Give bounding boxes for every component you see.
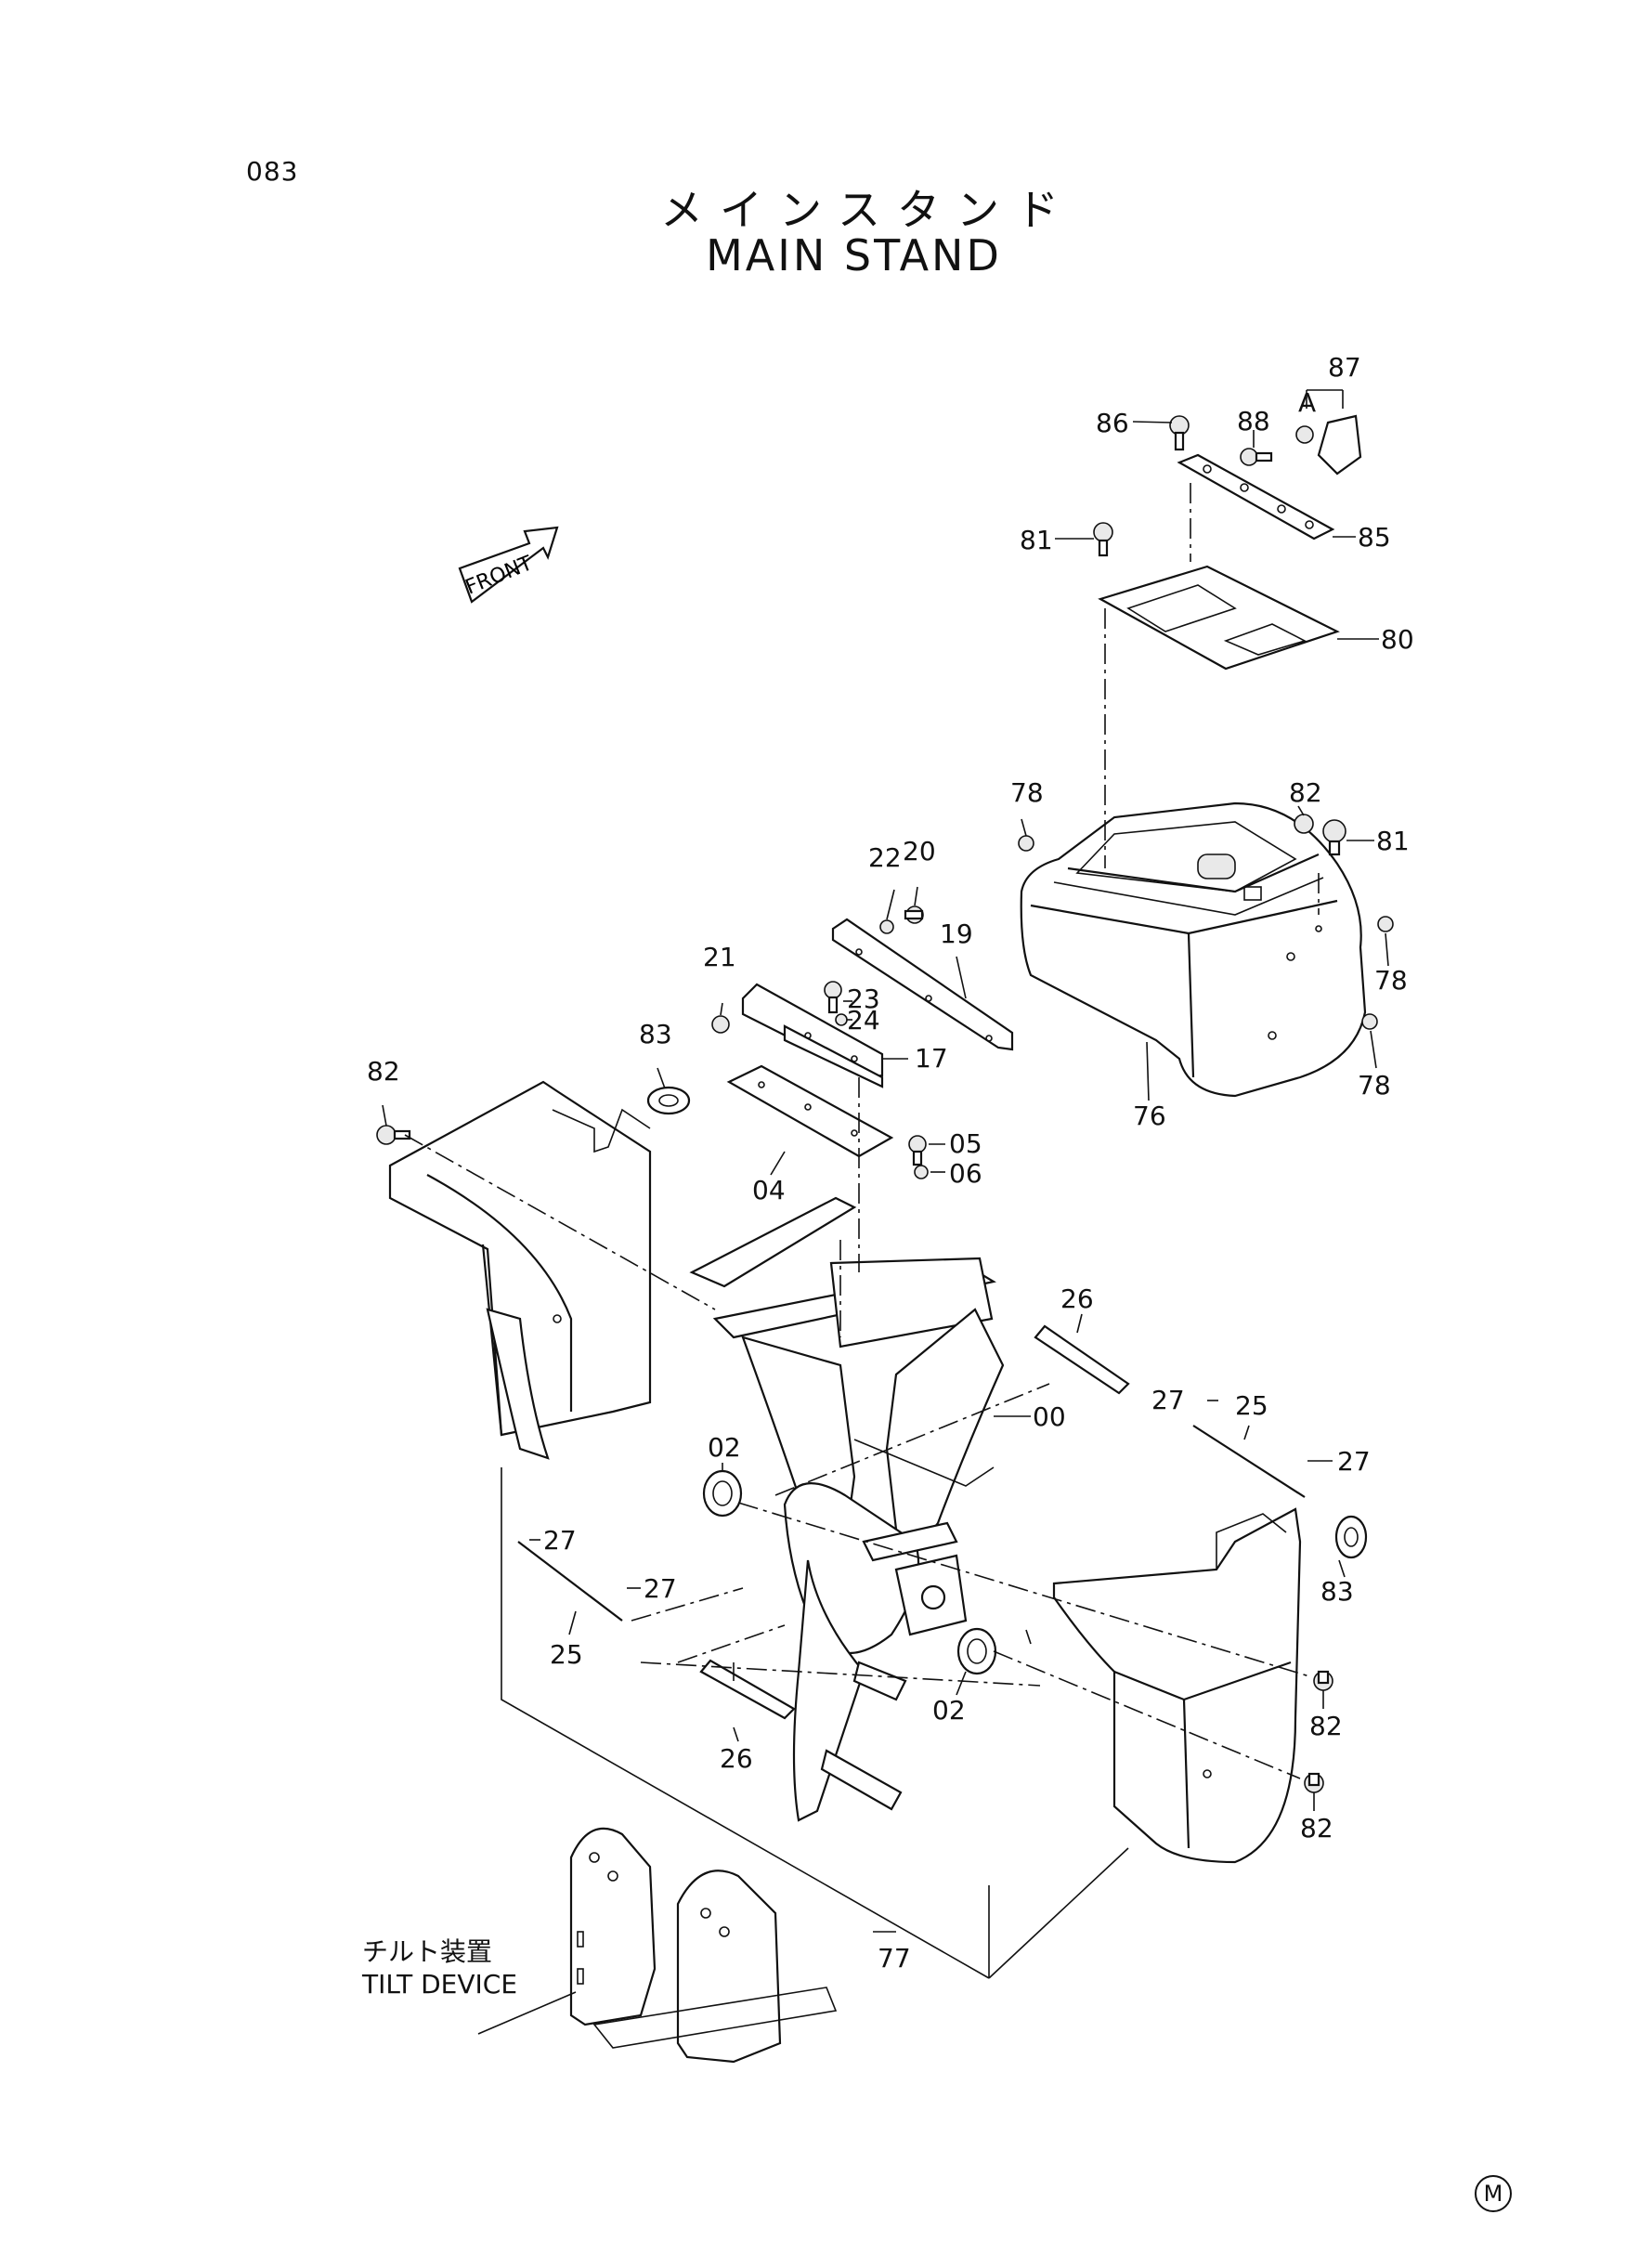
left-cover-part xyxy=(376,1080,691,1460)
callout-17: 17 xyxy=(915,1043,948,1074)
callout-82-right-lower: 82 xyxy=(1300,1813,1333,1844)
callout-78-bottom: 78 xyxy=(1358,1070,1391,1101)
plate-17-part xyxy=(741,983,884,1088)
main-stand-frame-part xyxy=(689,1196,1005,1822)
manufacturer-mark-icon: M xyxy=(1475,2175,1512,2212)
callout-27-right-upper: 27 xyxy=(1151,1385,1185,1415)
callout-25-left: 25 xyxy=(550,1639,583,1670)
callout-83-right: 83 xyxy=(1320,1576,1354,1607)
callout-06: 06 xyxy=(949,1158,982,1189)
callout-20: 20 xyxy=(903,836,936,866)
callout-23: 23 xyxy=(847,984,880,1014)
callout-02-left: 02 xyxy=(708,1432,741,1463)
plate-part xyxy=(1098,565,1340,671)
callout-85: 85 xyxy=(1358,522,1391,553)
callout-82-upper: 82 xyxy=(1289,777,1322,808)
callout-26-upper: 26 xyxy=(1060,1283,1094,1314)
callout-04: 04 xyxy=(752,1175,786,1205)
bushing-02-parts xyxy=(702,1469,997,1675)
callout-05: 05 xyxy=(949,1128,982,1159)
callout-a: A xyxy=(1298,387,1317,418)
callout-27-left-upper: 27 xyxy=(543,1525,577,1556)
callout-83-left: 83 xyxy=(639,1019,672,1049)
bolt-icons xyxy=(1018,415,1394,1030)
callout-86: 86 xyxy=(1096,408,1129,438)
small-hardware-icons xyxy=(711,905,929,1179)
leader-lines-upper xyxy=(1021,389,1389,1101)
callout-88: 88 xyxy=(1237,406,1270,436)
title-english: MAIN STAND xyxy=(706,230,1002,280)
callout-78-right: 78 xyxy=(1374,965,1408,996)
callout-22: 22 xyxy=(868,842,902,873)
callout-78-left: 78 xyxy=(1010,777,1044,808)
title-japanese: メインスタンド xyxy=(659,185,1076,235)
callout-76: 76 xyxy=(1133,1101,1166,1131)
pin-26-parts xyxy=(699,1324,1130,1720)
callout-25-right: 25 xyxy=(1235,1390,1268,1421)
rod-25-parts xyxy=(517,1425,1306,1622)
callout-26-lower: 26 xyxy=(720,1743,753,1774)
callout-87: 87 xyxy=(1328,352,1361,383)
callout-77: 77 xyxy=(878,1943,911,1974)
callout-81-right: 81 xyxy=(1376,826,1410,856)
page-number: 083 xyxy=(246,156,299,187)
callout-27-right-lower: 27 xyxy=(1337,1446,1371,1477)
plate-19-part xyxy=(831,918,1014,1051)
tilt-device-label-japanese: チルト装置 xyxy=(362,1936,493,1967)
tilt-device-label-english: TILT DEVICE xyxy=(362,1969,518,2000)
callout-24: 24 xyxy=(847,1005,880,1036)
callout-00: 00 xyxy=(1033,1401,1066,1432)
leader-lines-lower xyxy=(382,886,1346,1979)
front-arrow-icon: FRONT xyxy=(458,526,559,604)
bracket-part xyxy=(1177,453,1335,541)
callout-81-upper: 81 xyxy=(1020,525,1053,555)
callout-80: 80 xyxy=(1381,624,1414,655)
callout-82-left: 82 xyxy=(367,1056,400,1087)
console-cover-part xyxy=(1020,801,1367,1098)
callout-21: 21 xyxy=(703,942,736,972)
callout-02-right: 02 xyxy=(932,1695,966,1726)
switch-part xyxy=(1295,414,1362,476)
callout-19: 19 xyxy=(940,919,973,949)
callout-82-right-upper: 82 xyxy=(1309,1711,1343,1741)
callout-27-left-lower: 27 xyxy=(644,1573,677,1604)
tilt-device-part xyxy=(477,1827,838,2064)
plate-04-part xyxy=(726,1064,894,1158)
right-cover-part xyxy=(1052,1507,1368,1864)
